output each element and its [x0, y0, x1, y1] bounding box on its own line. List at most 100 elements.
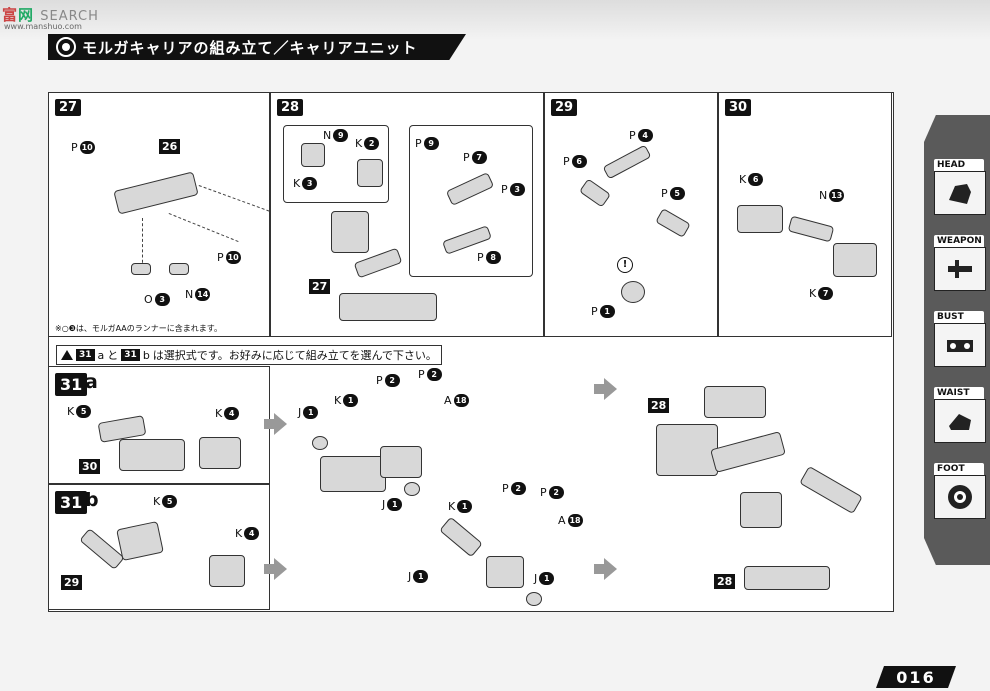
subassembly-box — [409, 125, 533, 277]
small-part — [621, 281, 645, 303]
step-number: 27 — [55, 99, 82, 116]
small-part — [301, 143, 325, 167]
gear-icon — [56, 37, 76, 57]
shoulder-part — [656, 424, 718, 476]
small-part — [169, 263, 189, 275]
step-number: 31 — [55, 491, 88, 514]
assembly-guide — [142, 218, 143, 268]
assembly-guide — [168, 213, 239, 243]
shoulder-part — [833, 243, 877, 277]
flow-arrow-icon — [264, 413, 287, 435]
small-part — [312, 436, 328, 450]
sidebar-item-foot[interactable]: FOOT — [934, 463, 986, 519]
foot-icon — [934, 475, 986, 519]
step-ref: 28 — [648, 398, 670, 413]
sidebar-item-head[interactable]: HEAD — [934, 159, 986, 215]
sidebar-item-weapon[interactable]: WEAPON — [934, 235, 986, 291]
subassembly-box — [283, 125, 389, 203]
category-sidebar: HEAD WEAPON BUST WAIST FOOT — [924, 115, 990, 565]
watermark: 富网 SEARCH — [2, 6, 99, 24]
page-number: 016 — [876, 666, 956, 688]
frame-part — [339, 293, 437, 321]
small-part — [357, 159, 383, 187]
flow-arrow-icon — [264, 558, 287, 580]
step-suffix: b — [85, 489, 99, 511]
step-number: 31 — [55, 373, 88, 396]
arm-part — [486, 556, 524, 588]
bust-icon — [934, 323, 986, 367]
arm-part — [199, 437, 241, 469]
section-title-text: モルガキャリアの組み立て／キャリアユニット — [82, 38, 418, 57]
weapon-icon — [934, 247, 986, 291]
small-part — [602, 144, 652, 180]
arm-part — [380, 446, 422, 478]
head-icon — [934, 171, 986, 215]
shoulder-part — [737, 205, 783, 233]
section-title: モルガキャリアの組み立て／キャリアユニット — [48, 34, 466, 60]
assembly-guide — [198, 185, 270, 212]
sidebar-item-bust[interactable]: BUST — [934, 311, 986, 367]
small-part — [655, 208, 691, 238]
runner-note: ※○❸は、モルガAAのランナーに含まれます。 — [55, 324, 222, 333]
flow-arrow-icon — [594, 558, 617, 580]
step-number: 28 — [277, 99, 304, 116]
step-ref: 27 — [309, 279, 331, 294]
frame-part — [113, 171, 199, 215]
top-header-band — [0, 0, 990, 40]
small-part — [131, 263, 151, 275]
flow-arrow-icon — [594, 378, 617, 400]
sidebar-item-waist[interactable]: WAIST — [934, 387, 986, 443]
caution-icon: ! — [617, 257, 633, 273]
shoulder-part — [331, 211, 369, 253]
step-ref: 28 — [714, 574, 736, 589]
warning-icon — [61, 350, 73, 360]
frame-part — [744, 566, 830, 590]
small-part — [578, 178, 612, 208]
watermark-url: www.manshuo.com — [4, 22, 82, 31]
step-ref: 26 — [159, 139, 181, 154]
step-number: 30 — [725, 99, 752, 116]
shoulder-part — [320, 456, 386, 492]
step-suffix: a — [85, 371, 98, 393]
shoulder-part — [704, 386, 766, 418]
small-part — [787, 215, 835, 243]
arm-part — [209, 555, 245, 587]
shoulder-part — [740, 492, 782, 528]
step-number: 29 — [551, 99, 578, 116]
